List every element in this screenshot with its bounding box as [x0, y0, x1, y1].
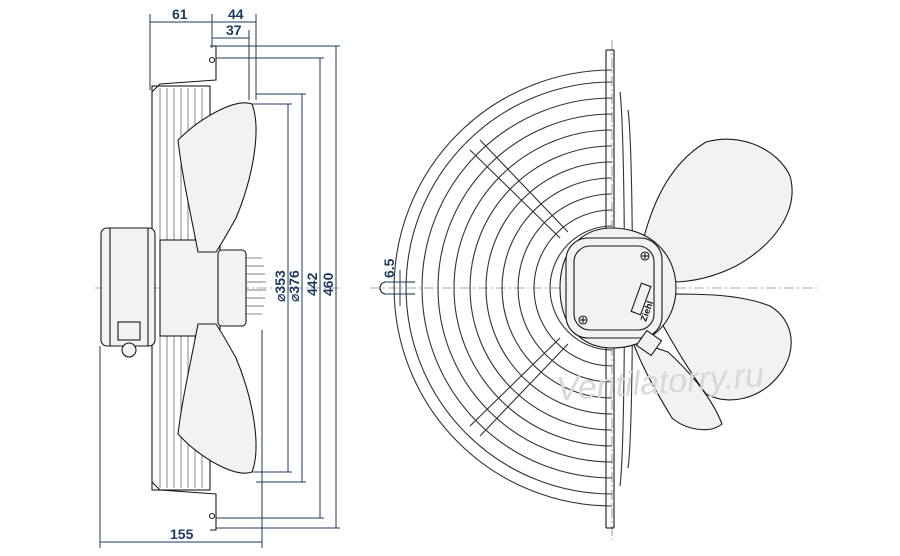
dim-61-label: 61 [172, 6, 188, 22]
logo-plate [630, 282, 652, 316]
bottom-bracket [151, 481, 217, 531]
rotor-hub [159, 239, 221, 337]
top-bracket-hole [208, 56, 216, 64]
dim-376-label: ⌀376 [286, 270, 302, 302]
front-cable-gland [635, 329, 663, 357]
front-view: Ziehl 6.5 [370, 40, 820, 540]
dim-442-label: 442 [304, 272, 320, 296]
dim-353-label: ⌀353 [272, 270, 288, 302]
dim-37-label: 37 [226, 22, 242, 38]
blade-upper-side [177, 102, 257, 253]
cable-gland-nut [121, 342, 137, 358]
dim-155-label: 155 [170, 526, 194, 542]
hub-ribs [246, 257, 266, 315]
top-bracket [151, 45, 217, 93]
blade-front-lower [631, 339, 723, 431]
dim-6-5-label: 6.5 [381, 258, 397, 278]
hub-cap [217, 249, 247, 327]
guard-spokes [469, 100, 607, 476]
bottom-bracket-hole [208, 512, 216, 520]
guard-rings [393, 69, 613, 507]
dim-44-label: 44 [228, 6, 244, 22]
lid-screw-1 [578, 315, 588, 325]
blade-lower-side [177, 323, 257, 474]
blade-front-upper [639, 138, 793, 283]
dim-460-label: 460 [320, 272, 336, 296]
side-view [95, 45, 340, 531]
lid-screw-2 [640, 251, 650, 261]
blade-front-right [659, 293, 792, 401]
watermark: Ventilatorry.ru [555, 356, 765, 408]
cable-gland [117, 321, 141, 341]
side-dimensions: 61 44 37 155 ⌀353 ⌀376 442 460 [99, 6, 340, 548]
